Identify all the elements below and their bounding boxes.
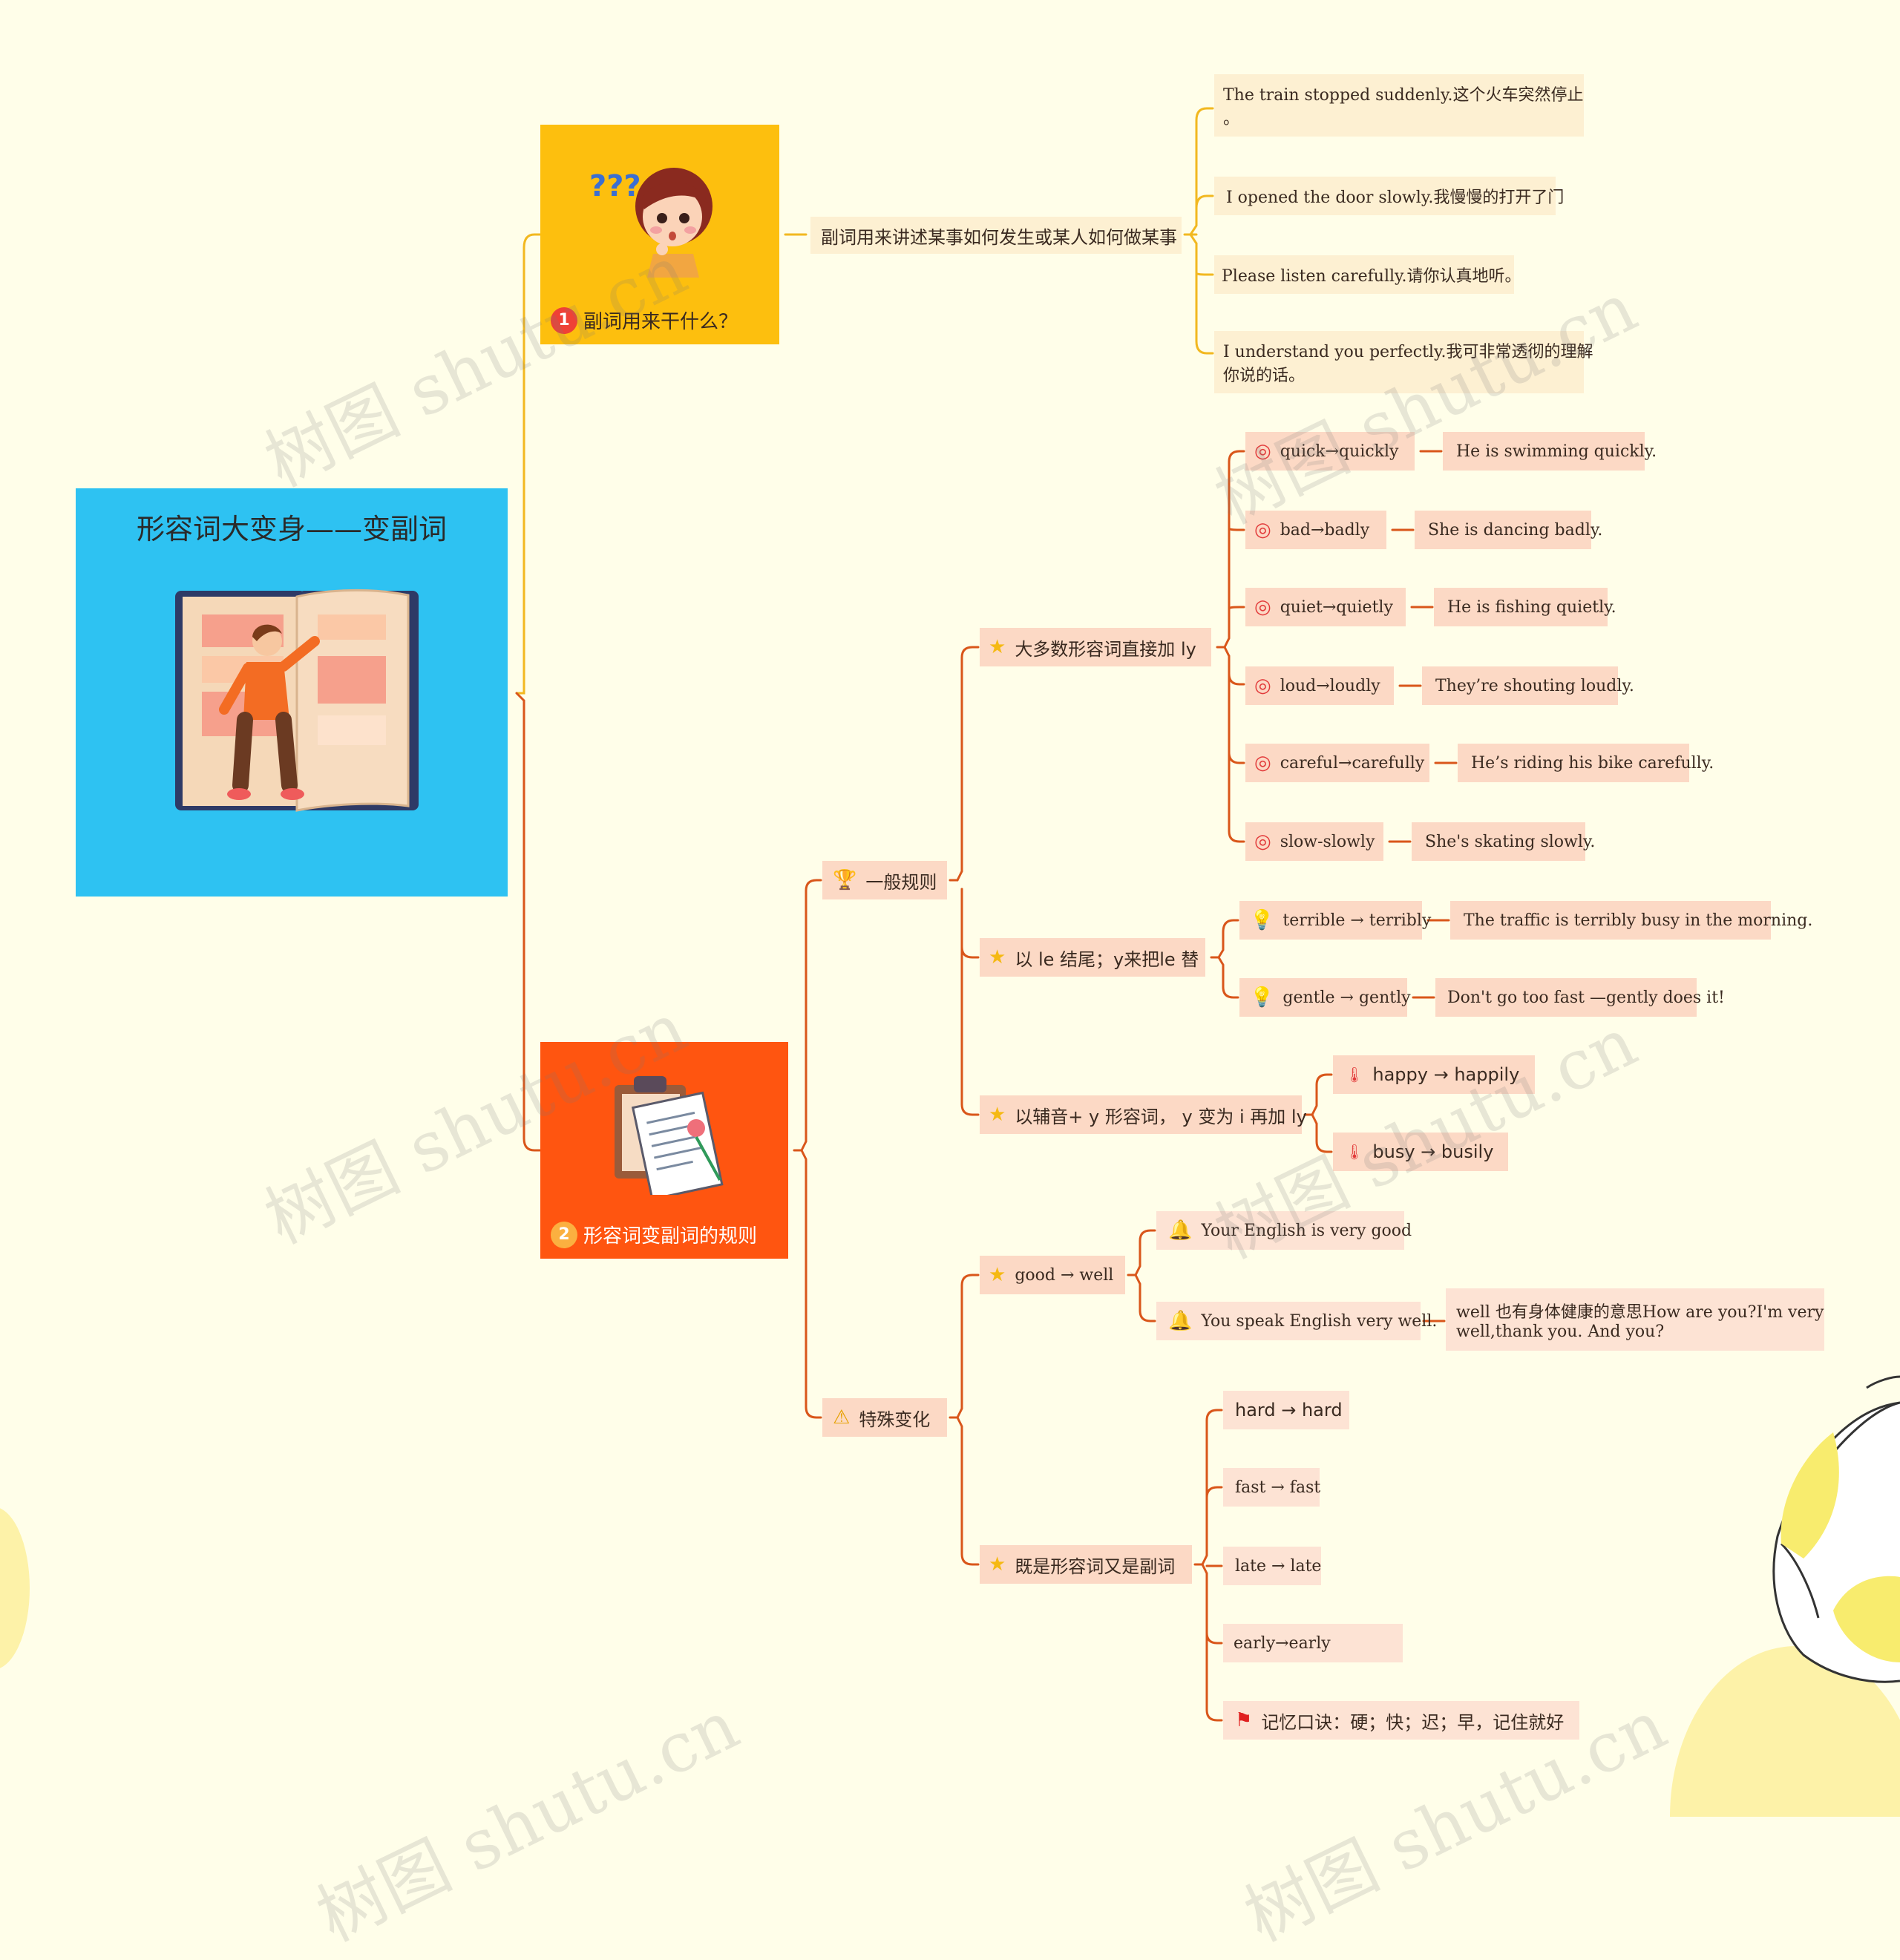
good-example-1[interactable]: 🔔Your English is very good: [1156, 1211, 1412, 1250]
item-fast[interactable]: fast → fast: [1223, 1468, 1320, 1507]
branch1-title: 副词用来干什么？: [583, 311, 738, 333]
example-4-line1: I understand you perfectly.我可非常透彻的理解: [1223, 343, 1593, 361]
target-icon: ◎: [1254, 440, 1271, 462]
pair-example-terrible[interactable]: The traffic is terribly busy in the morn…: [1450, 901, 1812, 940]
example-node-2[interactable]: I opened the door slowly.我慢慢的打开了门: [1214, 177, 1564, 215]
star-icon: ★: [989, 946, 1006, 968]
connector-lines: [515, 107, 1458, 1722]
well-health-note[interactable]: well 也有身体健康的意思How are you?I'm very well,…: [1446, 1288, 1824, 1351]
pair-word-careful[interactable]: ◎careful→carefully: [1245, 744, 1429, 782]
pair-example-bad[interactable]: She is dancing badly.: [1415, 511, 1602, 549]
root-node[interactable]: 形容词大变身——变副词: [76, 488, 508, 897]
pair-word-loud[interactable]: ◎loud→loudly: [1245, 666, 1394, 705]
warning-icon: ⚠: [833, 1406, 851, 1429]
example-node-3[interactable]: Please listen carefully.请你认真地听。: [1214, 255, 1521, 294]
trophy-icon: 🏆: [833, 869, 857, 891]
pair-word-gentle[interactable]: 💡gentle → gently: [1239, 978, 1411, 1017]
both-adj-adv-node[interactable]: ★ 既是形容词又是副词: [980, 1545, 1192, 1584]
branch1-label: 1 副词用来干什么？: [551, 307, 738, 334]
pair-busy[interactable]: 🌡busy → busily: [1333, 1133, 1508, 1171]
background-decoration: [0, 1375, 1900, 1817]
example-1-line1: The train stopped suddenly.这个火车突然停止: [1223, 86, 1584, 105]
target-icon: ◎: [1254, 596, 1271, 618]
pair-example-careful[interactable]: He’s riding his bike carefully.: [1458, 744, 1714, 782]
target-icon: ◎: [1254, 752, 1271, 774]
pair-happy[interactable]: 🌡happy → happily: [1333, 1055, 1535, 1094]
good-example-2[interactable]: 🔔You speak English very well.: [1156, 1302, 1437, 1340]
thermometer-icon: 🌡: [1345, 1143, 1364, 1161]
pair-word-quick[interactable]: ◎quick→quickly: [1245, 432, 1415, 471]
book-reader-illustration: [175, 589, 419, 812]
note-line1: well 也有身体健康的意思How are you?I'm very: [1456, 1302, 1824, 1322]
branch2-node[interactable]: 2 形容词变副词的规则: [540, 1042, 788, 1259]
branch2-title: 形容词变副词的规则: [583, 1225, 758, 1248]
lightbulb-icon: 💡: [1250, 909, 1274, 931]
target-icon: ◎: [1254, 830, 1271, 853]
pair-example-loud[interactable]: They’re shouting loudly.: [1422, 666, 1634, 705]
branch2-number-badge: 2: [551, 1221, 577, 1248]
target-icon: ◎: [1254, 519, 1271, 541]
pair-example-quiet[interactable]: He is fishing quietly.: [1434, 588, 1616, 626]
target-icon: ◎: [1254, 675, 1271, 697]
pair-example-gentle[interactable]: Don't go too fast —gently does it!: [1435, 978, 1725, 1017]
example-4-line2: 你说的话。: [1223, 367, 1306, 385]
good-well-node[interactable]: ★ good → well: [980, 1256, 1125, 1294]
star-icon: ★: [989, 1104, 1006, 1126]
note-line2: well,thank you. And you?: [1456, 1322, 1665, 1341]
lightbulb-icon: 💡: [1250, 986, 1274, 1009]
star-icon: ★: [989, 1553, 1006, 1576]
bell-icon: 🔔: [1168, 1219, 1193, 1242]
clipboard-illustration: [615, 1076, 724, 1195]
rule2-node[interactable]: ★ 以 le 结尾；y来把le 替: [980, 938, 1205, 977]
pair-example-quick[interactable]: He is swimming quickly.: [1443, 432, 1657, 471]
pair-word-bad[interactable]: ◎bad→badly: [1245, 511, 1386, 549]
bell-icon: 🔔: [1168, 1310, 1193, 1332]
flag-icon: ⚑: [1235, 1709, 1253, 1731]
definition-node[interactable]: 副词用来讲述某事如何发生或某人如何做某事: [810, 217, 1182, 254]
pair-word-terrible[interactable]: 💡terrible → terribly: [1239, 901, 1431, 940]
item-hard[interactable]: hard → hard: [1223, 1391, 1349, 1429]
example-1-line2: 。: [1223, 110, 1240, 128]
star-icon: ★: [989, 636, 1006, 658]
pair-word-quiet[interactable]: ◎quiet→quietly: [1245, 588, 1406, 626]
example-node-4[interactable]: I understand you perfectly.我可非常透彻的理解 你说的…: [1214, 331, 1593, 393]
root-title: 形容词大变身——变副词: [136, 513, 447, 545]
branch2-label: 2 形容词变副词的规则: [551, 1221, 757, 1248]
rule3-node[interactable]: ★ 以辅音+ y 形容词， y 变为 i 再加 ly: [980, 1095, 1307, 1134]
item-late[interactable]: late → late: [1223, 1547, 1321, 1585]
special-changes-node[interactable]: ⚠ 特殊变化: [822, 1398, 947, 1437]
pair-example-slow[interactable]: She's skating slowly.: [1412, 822, 1595, 861]
rule1-node[interactable]: ★ 大多数形容词直接加 ly: [980, 628, 1211, 666]
star-icon: ★: [989, 1264, 1006, 1286]
branch1-number-badge: 1: [551, 307, 577, 334]
pair-word-slow[interactable]: ◎slow-slowly: [1245, 822, 1383, 861]
thinking-girl-illustration: ???: [589, 168, 712, 278]
mnemonic-node[interactable]: ⚑ 记忆口诀：硬；快；迟；早，记住就好: [1223, 1701, 1579, 1740]
svg-text:???: ???: [589, 169, 641, 203]
item-early[interactable]: early→early: [1223, 1624, 1403, 1662]
branch1-node[interactable]: ??? 1 副词用来干什么？: [540, 125, 779, 344]
thermometer-icon: 🌡: [1345, 1066, 1364, 1084]
general-rules-node[interactable]: 🏆 一般规则: [822, 861, 947, 899]
example-node-1[interactable]: The train stopped suddenly.这个火车突然停止 。: [1214, 74, 1584, 137]
